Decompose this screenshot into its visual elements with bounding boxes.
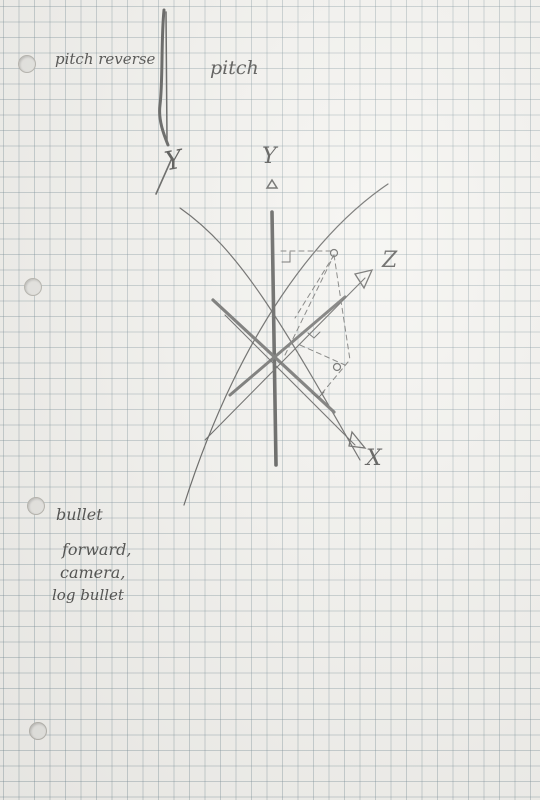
pitch-reverse-note: pitch reverse xyxy=(55,50,156,68)
point-top xyxy=(329,248,339,258)
x-axis-label: X xyxy=(366,446,382,471)
z-direction-line xyxy=(204,277,366,441)
x-axis-arrow xyxy=(348,430,367,449)
bullet-note-line-1: bullet xyxy=(56,505,103,524)
z-axis-line xyxy=(228,295,347,397)
binder-hole xyxy=(18,55,36,73)
y-axis-arrow xyxy=(265,178,279,189)
curve-arc xyxy=(183,183,389,506)
y-axis-label: Y xyxy=(262,144,277,169)
bullet-note-line-2: forward, xyxy=(62,540,132,559)
z-axis-label: Z xyxy=(382,248,398,273)
bullet-note-line-4: log bullet xyxy=(52,586,124,604)
left-y-stroke xyxy=(155,157,173,195)
pitch-note: pitch xyxy=(210,57,259,79)
pitch-bar-stroke xyxy=(158,8,170,147)
z-axis-arrow xyxy=(353,269,374,290)
binder-hole xyxy=(27,497,45,515)
binder-hole xyxy=(24,278,42,296)
y-axis-line xyxy=(270,210,278,467)
point-mid xyxy=(332,362,342,372)
x-direction-line xyxy=(224,314,356,446)
curve-arc xyxy=(179,207,361,461)
binder-hole xyxy=(29,722,47,740)
bullet-note-line-3: camera, xyxy=(60,563,126,582)
